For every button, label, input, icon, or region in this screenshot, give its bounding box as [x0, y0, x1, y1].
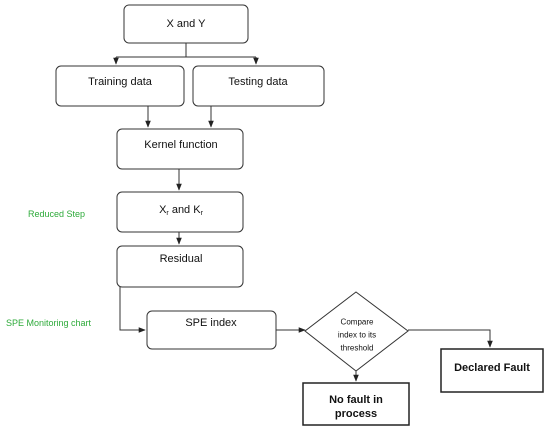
compare-label-line-3: threshold: [341, 344, 374, 353]
node-reduced-label: Xr and Kr: [159, 204, 204, 217]
arrow-compare-to-declared: [408, 329, 493, 348]
node-compare-decision: Compare index to its threshold: [304, 291, 409, 372]
reduced-x-text: X: [159, 204, 167, 216]
compare-label-line-2: index to its: [338, 331, 376, 340]
arrow-residual-to-spe: [119, 287, 146, 333]
node-training-data: Training data: [55, 65, 185, 107]
node-spe-index-label: SPE index: [185, 317, 237, 329]
node-x-and-y-label: X and Y: [167, 18, 207, 30]
no-fault-label-line-2: process: [335, 408, 377, 420]
node-reduced: Xr and Kr: [116, 191, 244, 233]
node-residual: Residual: [116, 245, 244, 288]
node-declared-fault: Declared Fault: [440, 348, 544, 393]
node-kernel-function: Kernel function: [116, 128, 244, 170]
reduced-and-k-text: and K: [169, 204, 201, 216]
compare-label-line-1: Compare: [341, 318, 374, 327]
node-x-and-y: X and Y: [123, 4, 249, 44]
reduced-k-subscript: r: [201, 210, 204, 217]
node-training-data-label: Training data: [88, 76, 153, 88]
no-fault-label-line-1: No fault in: [329, 394, 383, 406]
node-kernel-function-label: Kernel function: [144, 139, 217, 151]
node-declared-fault-label: Declared Fault: [454, 362, 530, 374]
reduced-x-subscript: r: [166, 210, 169, 217]
note-reduced-step: Reduced Step: [28, 209, 85, 219]
node-spe-index: SPE index: [146, 310, 277, 350]
node-no-fault: No fault in process: [302, 382, 410, 426]
node-testing-data: Testing data: [192, 65, 325, 107]
node-residual-label: Residual: [160, 253, 203, 265]
node-testing-data-label: Testing data: [228, 76, 288, 88]
connectors: [113, 43, 493, 382]
note-spe-monitoring-chart: SPE Monitoring chart: [6, 318, 92, 328]
